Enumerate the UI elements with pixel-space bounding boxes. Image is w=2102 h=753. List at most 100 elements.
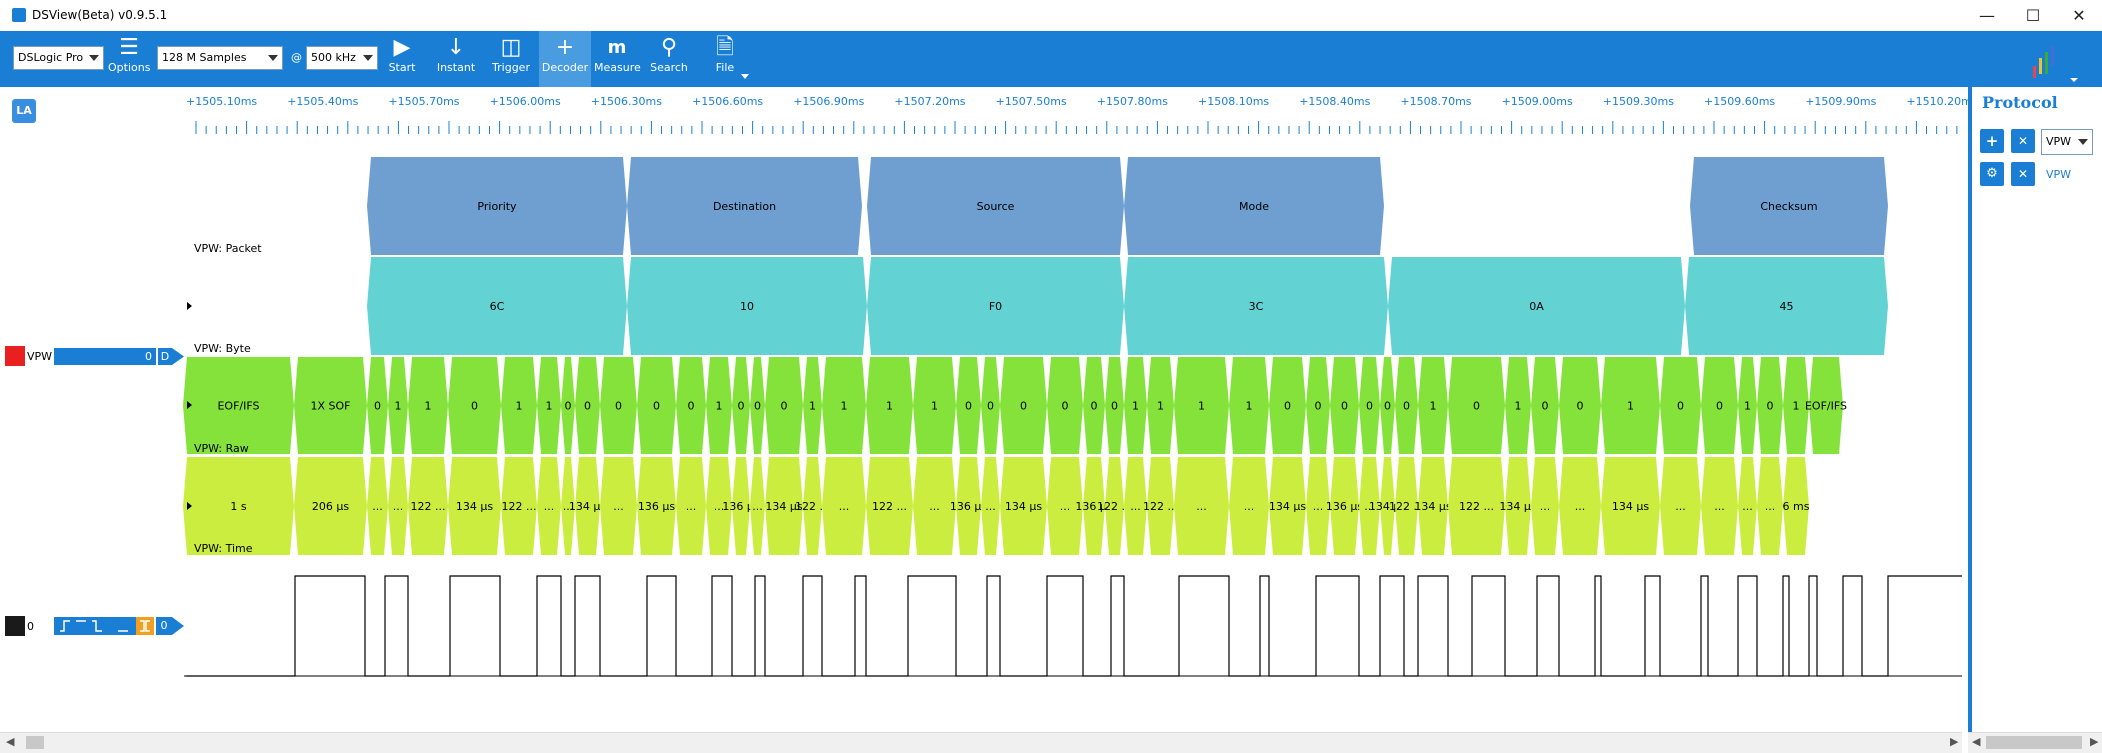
file-dropdown-arrow[interactable]: [741, 74, 749, 79]
time-segment[interactable]: ...: [1229, 457, 1269, 555]
time-segment[interactable]: ...: [981, 457, 1000, 555]
panel-scroll-right-icon[interactable]: ▶: [2090, 735, 2099, 748]
time-segment[interactable]: 136 µs: [1326, 457, 1363, 555]
trigger-mode-buttons[interactable]: [54, 617, 154, 635]
raw-segment[interactable]: 0: [956, 357, 981, 454]
raw-segment[interactable]: 0: [1306, 357, 1330, 454]
time-segment[interactable]: ...: [676, 457, 706, 555]
horizontal-scrollbar[interactable]: ◀ ▶: [0, 732, 1962, 753]
time-segment[interactable]: ...: [750, 457, 765, 555]
raw-segment[interactable]: 1: [501, 357, 537, 454]
trigger-button[interactable]: ◫Trigger: [489, 31, 533, 87]
raw-segment[interactable]: 0: [981, 357, 1000, 454]
time-segment[interactable]: 122 ...: [1143, 457, 1178, 555]
scroll-left-icon[interactable]: ◀: [6, 735, 15, 748]
time-segment[interactable]: ...: [1559, 457, 1601, 555]
raw-segment[interactable]: EOF/IFS: [1805, 357, 1847, 454]
expand-byte-icon[interactable]: [187, 302, 192, 310]
raw-segment[interactable]: 1: [1229, 357, 1269, 454]
raw-segment[interactable]: 0: [1660, 357, 1701, 454]
raw-segment[interactable]: 1: [822, 357, 866, 454]
raw-segment[interactable]: 1: [913, 357, 956, 454]
raw-segment[interactable]: 0: [1701, 357, 1738, 454]
raw-segment[interactable]: 0: [1000, 357, 1047, 454]
raw-segment[interactable]: 0: [1083, 357, 1105, 454]
time-segment[interactable]: ...: [1757, 457, 1783, 555]
time-segment[interactable]: ...: [561, 457, 575, 555]
raw-segment[interactable]: 0: [1330, 357, 1359, 454]
time-segment[interactable]: ...: [1660, 457, 1701, 555]
time-segment[interactable]: 134 µs: [1499, 457, 1537, 555]
time-segment[interactable]: 134 µs: [569, 457, 606, 555]
remove-all-decoders-button[interactable]: ✕: [2011, 129, 2035, 153]
time-segment[interactable]: ...: [913, 457, 956, 555]
raw-segment[interactable]: 0: [1359, 357, 1380, 454]
raw-segment[interactable]: 0: [676, 357, 706, 454]
options-button[interactable]: ☰Options: [108, 31, 150, 87]
scroll-right-icon[interactable]: ▶: [1950, 735, 1959, 748]
time-segment[interactable]: 6 ms: [1783, 457, 1810, 555]
time-segment[interactable]: ...: [388, 457, 408, 555]
time-segment[interactable]: ...: [822, 457, 866, 555]
raw-segment[interactable]: 0: [1269, 357, 1306, 454]
search-button[interactable]: ⚲Search: [648, 31, 690, 87]
instant-button[interactable]: ↓Instant: [434, 31, 478, 87]
time-segment[interactable]: ...: [706, 457, 732, 555]
time-segment[interactable]: 134 µs: [1000, 457, 1047, 555]
time-segment[interactable]: 1 s: [183, 457, 294, 555]
time-segment[interactable]: 122 ...: [866, 457, 913, 555]
time-segment[interactable]: 134 µs: [448, 457, 501, 555]
packet-segment[interactable]: Mode: [1124, 157, 1384, 255]
raw-segment[interactable]: 0: [1105, 357, 1124, 454]
time-segment[interactable]: 122 ...: [795, 457, 830, 555]
rate-select[interactable]: 500 kHz: [306, 46, 378, 70]
start-button[interactable]: ▶Start: [384, 31, 420, 87]
raw-segment[interactable]: 1: [1601, 357, 1660, 454]
time-segment[interactable]: ...: [367, 457, 388, 555]
packet-segment[interactable]: Priority: [367, 157, 627, 255]
time-segment[interactable]: 134 µs: [765, 457, 803, 555]
raw-segment[interactable]: 0: [750, 357, 765, 454]
byte-segment[interactable]: 0A: [1388, 257, 1685, 355]
time-segment[interactable]: ...: [537, 457, 561, 555]
time-segment[interactable]: ...: [1531, 457, 1559, 555]
panel-scroll-thumb[interactable]: [1986, 736, 2082, 749]
time-segment[interactable]: 134 µs: [1601, 457, 1660, 555]
raw-segment[interactable]: 1: [1783, 357, 1809, 454]
raw-segment[interactable]: 1: [1147, 357, 1174, 454]
raw-segment[interactable]: 0: [1531, 357, 1559, 454]
time-segment[interactable]: ...: [1738, 457, 1757, 555]
time-segment[interactable]: 134 µs: [1269, 457, 1306, 555]
raw-segment[interactable]: 0: [732, 357, 750, 454]
raw-segment[interactable]: 1: [1505, 357, 1531, 454]
protocol-panel-scrollbar[interactable]: ◀ ▶: [1968, 732, 2102, 753]
raw-segment[interactable]: 0: [637, 357, 676, 454]
raw-segment[interactable]: 1: [1174, 357, 1229, 454]
time-segment[interactable]: 122 ...: [1389, 457, 1424, 555]
la-badge[interactable]: LA: [12, 99, 36, 123]
time-segment[interactable]: 122 ...: [408, 457, 448, 555]
raw-segment[interactable]: 1: [388, 357, 408, 454]
vpw-color-swatch[interactable]: [5, 346, 25, 366]
vpw-flag[interactable]: D: [158, 348, 172, 365]
raw-segment[interactable]: 1X SOF: [294, 357, 367, 454]
byte-segment[interactable]: 45: [1685, 257, 1888, 355]
scroll-thumb[interactable]: [26, 736, 44, 749]
time-segment[interactable]: ...: [1306, 457, 1330, 555]
raw-segment[interactable]: 0: [600, 357, 637, 454]
themes-icon[interactable]: [2030, 42, 2090, 82]
decoder-settings-button[interactable]: ⚙: [1980, 162, 2004, 186]
minimize-button[interactable]: —: [1979, 6, 1995, 25]
time-segment[interactable]: ...: [1047, 457, 1083, 555]
time-segment[interactable]: 136 µs: [637, 457, 676, 555]
add-decoder-button[interactable]: +: [1980, 129, 2004, 153]
raw-segment[interactable]: 1: [803, 357, 822, 454]
close-button[interactable]: ✕: [2072, 6, 2086, 25]
raw-segment[interactable]: 0: [1047, 357, 1083, 454]
raw-segment[interactable]: 0: [1559, 357, 1601, 454]
time-segment[interactable]: ...: [1174, 457, 1229, 555]
expand-raw-icon[interactable]: [187, 401, 192, 409]
byte-segment[interactable]: F0: [867, 257, 1124, 355]
time-ruler[interactable]: +1505.10ms+1505.40ms+1505.70ms+1506.00ms…: [184, 87, 1978, 145]
